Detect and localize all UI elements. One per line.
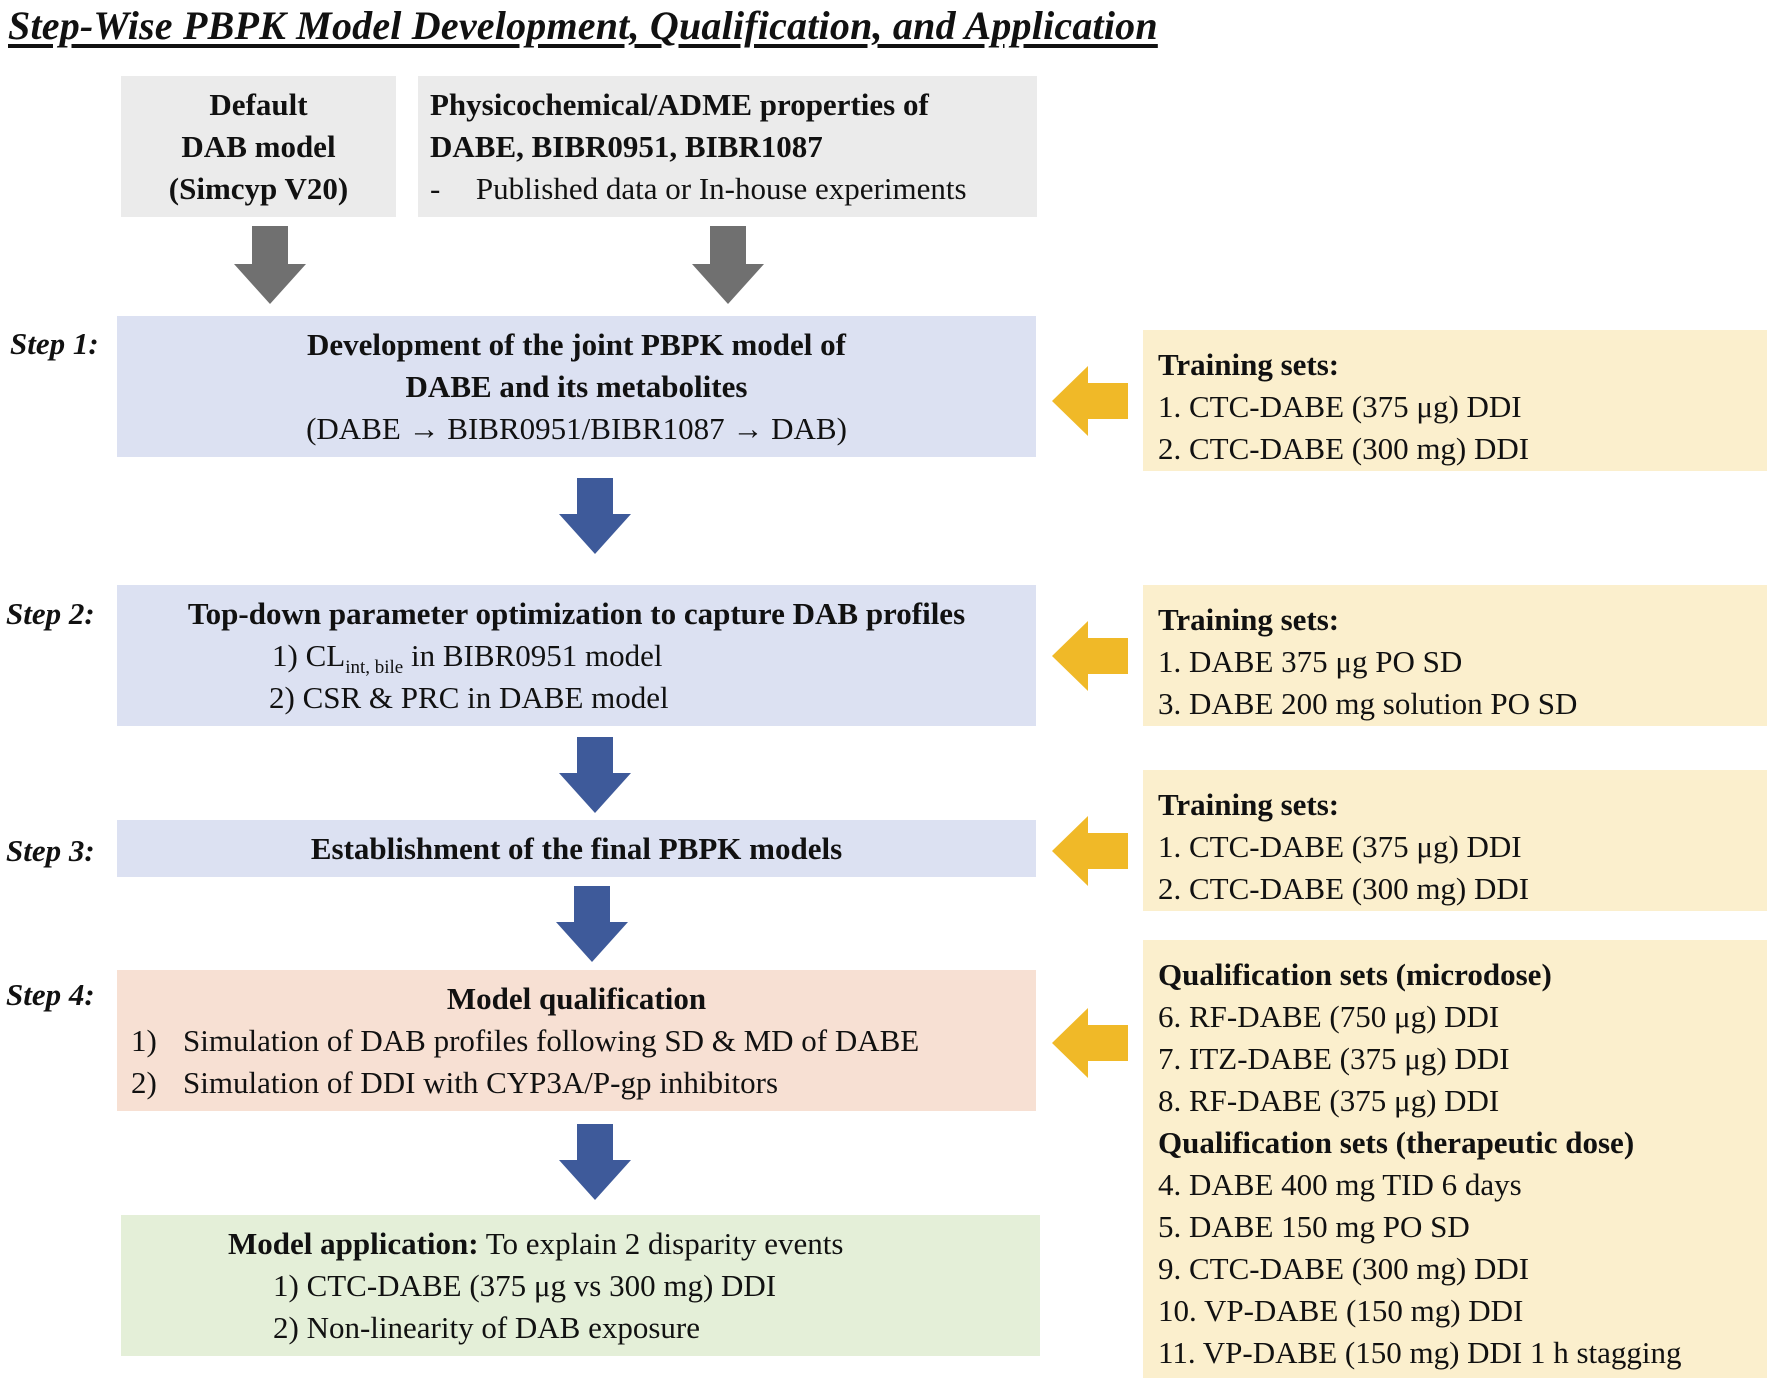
- application-item-1: 1) CTC-DABE (375 μg vs 300 mg) DDI: [273, 1268, 777, 1303]
- qualification-set-item: 8. RF-DABE (375 μg) DDI: [1158, 1083, 1500, 1118]
- step-1-label: Step 1:: [10, 326, 99, 361]
- training-set-item: 2. CTC-DABE (300 mg) DDI: [1158, 431, 1530, 466]
- step-2-box: Top-down parameter optimization to captu…: [117, 585, 1036, 726]
- down-arrow-icon: [559, 737, 631, 813]
- step-4-item-2-text: Simulation of DDI with CYP3A/P-gp inhibi…: [183, 1065, 779, 1100]
- training-sets-box-3: Training sets: 1. CTC-DABE (375 μg) DDI …: [1143, 770, 1767, 911]
- step-2-label: Step 2:: [6, 596, 95, 631]
- properties-source: Published data or In-house experiments: [475, 171, 967, 206]
- application-heading: Model application: To explain 2 disparit…: [121, 1223, 1040, 1265]
- qualification-set-item: 9. CTC-DABE (300 mg) DDI: [1158, 1251, 1530, 1286]
- gray-down-arrow-left: [234, 226, 306, 304]
- yellow-left-arrow-3: [1052, 816, 1128, 886]
- left-arrow-icon: [1052, 1008, 1128, 1078]
- properties-line-2: DABE, BIBR0951, BIBR1087: [430, 129, 823, 164]
- training-set-item: 1. CTC-DABE (375 μg) DDI: [1158, 829, 1522, 864]
- application-heading-bold: Model application:: [228, 1226, 479, 1261]
- down-arrow-icon: [692, 226, 764, 304]
- qualification-set-item: 4. DABE 400 mg TID 6 days: [1158, 1167, 1522, 1202]
- down-arrow-icon: [234, 226, 306, 304]
- default-model-line-2: DAB model: [181, 129, 336, 164]
- down-arrow-icon: [559, 1124, 631, 1200]
- step-3-box: Establishment of the final PBPK models: [117, 820, 1036, 877]
- blue-down-arrow-3: [556, 886, 628, 962]
- model-application-box: Model application: To explain 2 disparit…: [121, 1215, 1040, 1356]
- blue-down-arrow-4: [559, 1124, 631, 1200]
- left-arrow-icon: [1052, 816, 1128, 886]
- left-arrow-icon: [1052, 621, 1128, 691]
- step-1-heading-line-1: Development of the joint PBPK model of: [307, 327, 846, 362]
- step-2-item-1-suffix: in BIBR0951 model: [403, 638, 663, 673]
- step-3-heading: Establishment of the final PBPK models: [310, 831, 843, 866]
- step-4-item-2: 2) Simulation of DDI with CYP3A/P-gp inhi…: [117, 1062, 1036, 1104]
- default-model-line-1: Default: [209, 87, 308, 122]
- qualification-sets-box: Qualification sets (microdose) 6. RF-DAB…: [1143, 940, 1767, 1378]
- qualification-set-item: 10. VP-DABE (150 mg) DDI: [1158, 1293, 1524, 1328]
- training-sets-heading: Training sets:: [1158, 787, 1340, 822]
- blue-down-arrow-2: [559, 737, 631, 813]
- training-set-item: 1. CTC-DABE (375 μg) DDI: [1158, 389, 1522, 424]
- training-sets-box-2: Training sets: 1. DABE 375 μg PO SD 3. D…: [1143, 585, 1767, 726]
- step-2-item-1-subscript: int, bile: [345, 657, 404, 678]
- application-heading-rest: To explain 2 disparity events: [478, 1226, 844, 1261]
- properties-box: Physicochemical/ADME properties of DABE,…: [418, 76, 1037, 217]
- step-2-heading: Top-down parameter optimization to captu…: [187, 596, 966, 631]
- application-item-2: 2) Non-linearity of DAB exposure: [273, 1310, 701, 1345]
- step-4-item-2-number: 2): [131, 1065, 157, 1100]
- bullet-dash: -: [430, 171, 441, 206]
- step-2-item-2: 2) CSR & PRC in DABE model: [269, 680, 669, 715]
- left-arrow-icon: [1052, 366, 1128, 436]
- gray-down-arrow-right: [692, 226, 764, 304]
- qualification-set-item: 11. VP-DABE (150 mg) DDI 1 h stagging: [1158, 1335, 1682, 1370]
- step-1-heading-line-2: DABE and its metabolites: [405, 369, 748, 404]
- yellow-left-arrow-4: [1052, 1008, 1128, 1078]
- step-1-pathway: (DABE → BIBR0951/BIBR1087 → DAB): [306, 411, 847, 446]
- qualification-set-item: 5. DABE 150 mg PO SD: [1158, 1209, 1470, 1244]
- step-4-item-1-text: Simulation of DAB profiles following SD …: [183, 1023, 920, 1058]
- qualification-microdose-heading: Qualification sets (microdose): [1158, 957, 1552, 992]
- blue-down-arrow-1: [559, 478, 631, 554]
- step-4-item-1-number: 1): [131, 1023, 157, 1058]
- step-4-item-1: 1) Simulation of DAB profiles following S…: [117, 1020, 1036, 1062]
- diagram-title: Step-Wise PBPK Model Development, Qualif…: [8, 3, 1158, 48]
- yellow-left-arrow-2: [1052, 621, 1128, 691]
- properties-line-1: Physicochemical/ADME properties of: [430, 87, 929, 122]
- training-set-item: 3. DABE 200 mg solution PO SD: [1158, 686, 1578, 721]
- step-2-item-1: 1) CLint, bile in BIBR0951 model: [117, 635, 1036, 677]
- down-arrow-icon: [559, 478, 631, 554]
- step-1-box: Development of the joint PBPK model of D…: [117, 316, 1036, 457]
- yellow-left-arrow-1: [1052, 366, 1128, 436]
- down-arrow-icon: [556, 886, 628, 962]
- training-sets-heading: Training sets:: [1158, 347, 1340, 382]
- training-sets-heading: Training sets:: [1158, 602, 1340, 637]
- training-set-item: 1. DABE 375 μg PO SD: [1158, 644, 1463, 679]
- default-model-box: Default DAB model (Simcyp V20): [121, 76, 396, 217]
- qualification-set-item: 7. ITZ-DABE (375 μg) DDI: [1158, 1041, 1510, 1076]
- training-set-item: 2. CTC-DABE (300 mg) DDI: [1158, 871, 1530, 906]
- properties-bullet-item: - Published data or In-house experiments: [430, 168, 1037, 210]
- default-model-line-3: (Simcyp V20): [168, 171, 349, 206]
- step-4-heading: Model qualification: [446, 981, 707, 1016]
- training-sets-box-1: Training sets: 1. CTC-DABE (375 μg) DDI …: [1143, 330, 1767, 471]
- qualification-set-item: 6. RF-DABE (750 μg) DDI: [1158, 999, 1500, 1034]
- step-2-item-1-prefix: 1) CL: [272, 638, 346, 673]
- step-4-box: Model qualification 1) Simulation of DAB …: [117, 970, 1036, 1111]
- step-3-label: Step 3:: [6, 833, 95, 868]
- qualification-therapeutic-heading: Qualification sets (therapeutic dose): [1158, 1125, 1635, 1160]
- step-4-label: Step 4:: [6, 977, 95, 1012]
